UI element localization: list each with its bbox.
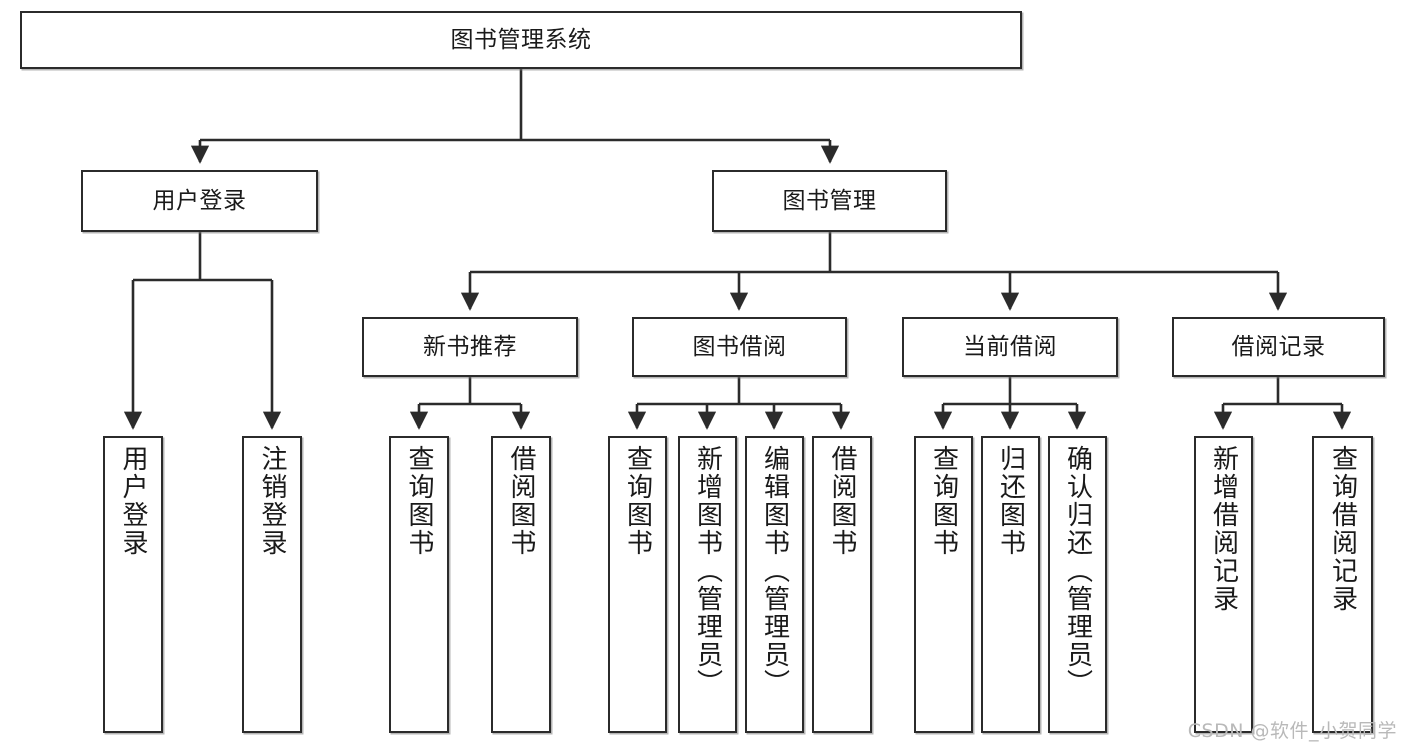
node-label: 新增借阅记录 bbox=[1208, 445, 1239, 613]
node-current-borrow[interactable]: 当前借阅 bbox=[902, 317, 1118, 377]
node-label: 查询图书 bbox=[928, 445, 959, 557]
node-label: 确认归还（管理员） bbox=[1062, 445, 1093, 697]
leaf-new-book-query[interactable]: 查询图书 bbox=[389, 436, 449, 733]
node-label: 当前借阅 bbox=[963, 333, 1057, 360]
node-label: 新书推荐 bbox=[423, 333, 517, 360]
node-book-management-system[interactable]: 图书管理系统 bbox=[20, 11, 1022, 69]
leaf-new-book-borrow[interactable]: 借阅图书 bbox=[491, 436, 551, 733]
node-new-book-recommend[interactable]: 新书推荐 bbox=[362, 317, 578, 377]
node-label: 借阅图书 bbox=[506, 445, 536, 557]
node-label: 借阅图书 bbox=[827, 445, 857, 557]
node-label: 借阅记录 bbox=[1231, 333, 1326, 360]
node-label: 注销登录 bbox=[257, 445, 287, 557]
node-label: 图书管理系统 bbox=[450, 26, 592, 53]
node-borrow-record[interactable]: 借阅记录 bbox=[1172, 317, 1385, 377]
leaf-current-borrow-return[interactable]: 归还图书 bbox=[981, 436, 1040, 733]
leaf-book-borrow-add[interactable]: 新增图书（管理员） bbox=[678, 436, 737, 733]
node-label: 查询图书 bbox=[404, 445, 434, 557]
node-label: 归还图书 bbox=[995, 445, 1026, 557]
leaf-user-login-logout[interactable]: 注销登录 bbox=[242, 436, 302, 733]
leaf-current-borrow-confirm-return[interactable]: 确认归还（管理员） bbox=[1048, 436, 1107, 733]
node-label: 用户登录 bbox=[118, 445, 148, 557]
node-label: 图书借阅 bbox=[692, 333, 787, 360]
leaf-book-borrow-query[interactable]: 查询图书 bbox=[608, 436, 667, 733]
node-label: 查询图书 bbox=[622, 445, 653, 557]
leaf-current-borrow-query[interactable]: 查询图书 bbox=[914, 436, 973, 733]
leaf-borrow-record-add[interactable]: 新增借阅记录 bbox=[1194, 436, 1253, 733]
node-label: 编辑图书（管理员） bbox=[759, 445, 790, 697]
leaf-book-borrow-edit[interactable]: 编辑图书（管理员） bbox=[745, 436, 804, 733]
node-user-login[interactable]: 用户登录 bbox=[81, 170, 318, 232]
node-label: 用户登录 bbox=[152, 187, 247, 214]
node-label: 图书管理 bbox=[782, 187, 877, 214]
leaf-borrow-record-query[interactable]: 查询借阅记录 bbox=[1312, 436, 1373, 733]
leaf-user-login-login[interactable]: 用户登录 bbox=[103, 436, 163, 733]
node-book-management[interactable]: 图书管理 bbox=[712, 170, 947, 232]
leaf-book-borrow-borrow[interactable]: 借阅图书 bbox=[812, 436, 872, 733]
node-label: 查询借阅记录 bbox=[1327, 445, 1358, 613]
csdn-watermark: CSDN @软件_小贺同学 bbox=[1187, 720, 1397, 742]
node-label: 新增图书（管理员） bbox=[692, 445, 723, 697]
node-book-borrow[interactable]: 图书借阅 bbox=[632, 317, 847, 377]
